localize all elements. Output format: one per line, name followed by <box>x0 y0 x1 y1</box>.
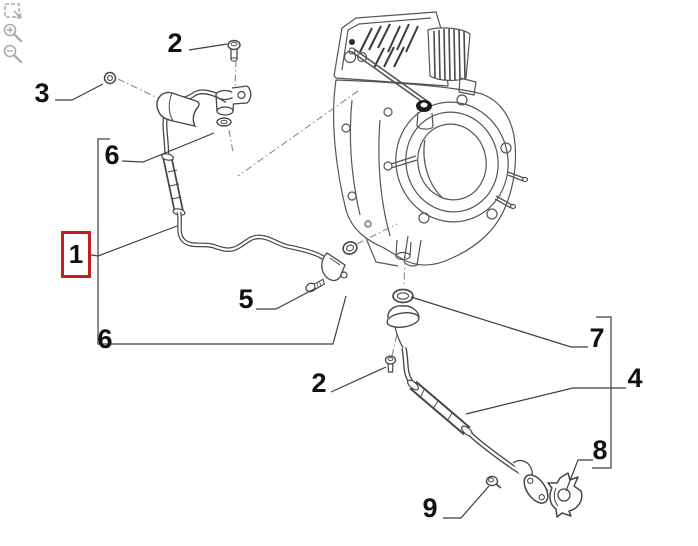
upper-oil-pipe <box>156 85 348 282</box>
screw-5 <box>305 278 326 293</box>
callout-2-bottom[interactable]: 2 <box>311 368 327 398</box>
callout-1-highlighted[interactable]: 1 <box>61 231 91 278</box>
callout-3[interactable]: 3 <box>34 78 50 108</box>
callout-2-top[interactable]: 2 <box>167 28 183 58</box>
banjo-washer <box>216 117 232 127</box>
lower-oil-pipe <box>386 288 549 504</box>
nut-3 <box>103 71 117 85</box>
viewer-toolbar <box>2 2 26 64</box>
screw-9 <box>485 475 502 489</box>
zoom-in-button[interactable] <box>2 23 26 43</box>
zoom-selection-icon <box>4 3 22 19</box>
upper-pipe-oring <box>342 241 358 255</box>
zoom-out-icon <box>3 44 23 64</box>
callout-6-top[interactable]: 6 <box>104 140 120 170</box>
callout-4[interactable]: 4 <box>627 363 643 393</box>
engine-turbo-assembly <box>333 11 529 267</box>
callout-8[interactable]: 8 <box>592 435 608 465</box>
zoom-out-button[interactable] <box>2 44 26 64</box>
callout-7[interactable]: 7 <box>589 323 605 353</box>
zoom-in-icon <box>3 23 23 43</box>
callout-5[interactable]: 5 <box>238 284 254 314</box>
bolt-2-top <box>227 39 241 62</box>
screw-2-bottom <box>384 355 397 373</box>
pipe-clamp <box>547 472 583 518</box>
callout-6-bottom[interactable]: 6 <box>97 324 113 354</box>
zoom-selection-button[interactable] <box>2 2 26 22</box>
lower-pipe-oring <box>392 288 414 304</box>
callout-9[interactable]: 9 <box>422 493 438 523</box>
